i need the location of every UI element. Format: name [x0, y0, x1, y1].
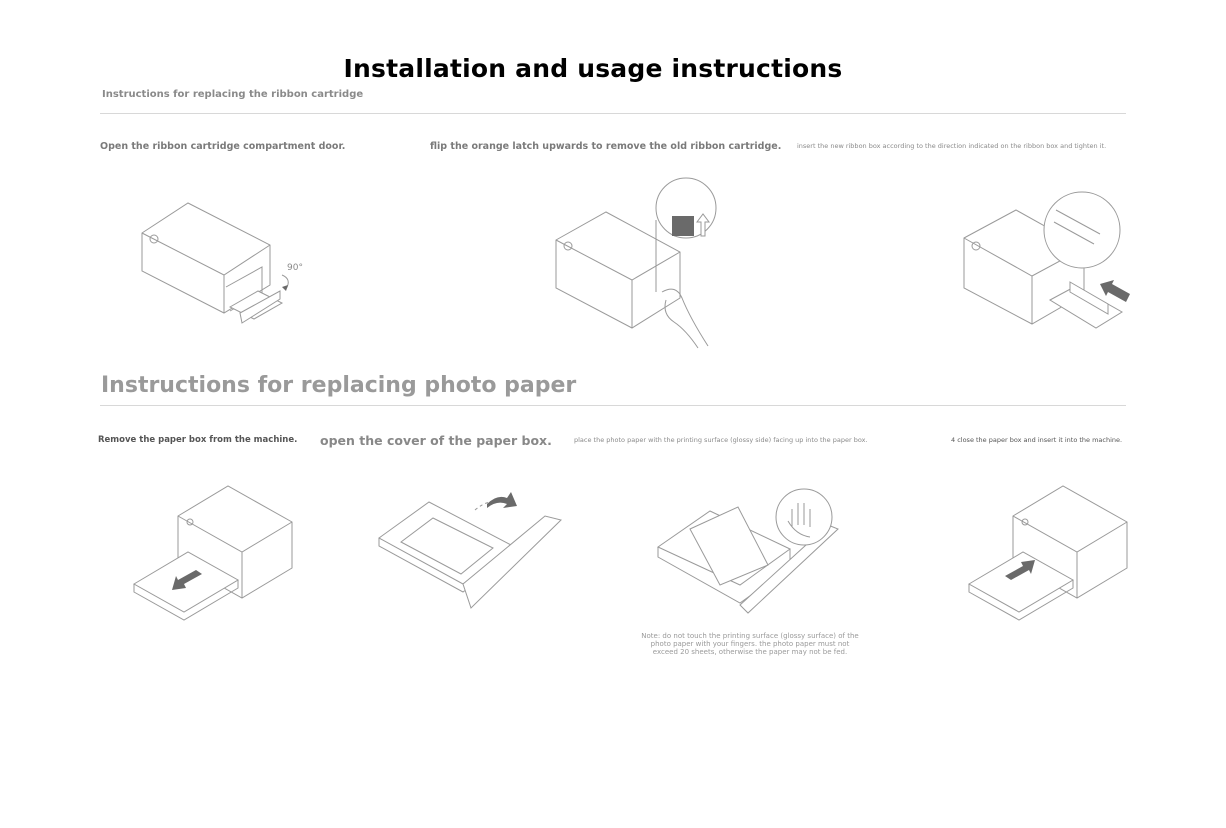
ribbon-insert-illustration — [963, 191, 1130, 329]
ribbon-step-3: insert the new ribbon box according to t… — [797, 142, 1107, 150]
paper-load-illustration — [656, 488, 839, 614]
divider — [100, 113, 1126, 114]
paper-step-4: 4 close the paper box and insert it into… — [951, 436, 1123, 444]
printer-illustration — [141, 202, 289, 324]
paper-step-1: Remove the paper box from the machine. — [98, 435, 298, 445]
page-title: Installation and usage instructions — [343, 54, 843, 83]
paper-section-heading: Instructions for replacing photo paper — [101, 373, 577, 398]
ribbon-step-2: flip the orange latch upwards to remove … — [430, 141, 782, 152]
ribbon-step-1: Open the ribbon cartridge compartment do… — [100, 141, 346, 152]
hand-icon — [787, 503, 811, 538]
angle-label: 90° — [287, 263, 303, 273]
paper-box-open-illustration — [378, 492, 562, 609]
ribbon-section-heading: Instructions for replacing the ribbon ca… — [102, 89, 364, 100]
paper-step-3: place the photo paper with the printing … — [574, 436, 868, 444]
divider — [100, 405, 1126, 406]
latch-illustration — [555, 177, 717, 349]
paper-insert-illustration — [967, 485, 1128, 621]
paper-note: Note: do not touch the printing surface … — [641, 632, 859, 656]
paper-remove-illustration — [132, 485, 293, 621]
latch-icon — [672, 216, 694, 236]
paper-step-2: open the cover of the paper box. — [320, 433, 552, 448]
arrow-icon — [1100, 280, 1130, 302]
